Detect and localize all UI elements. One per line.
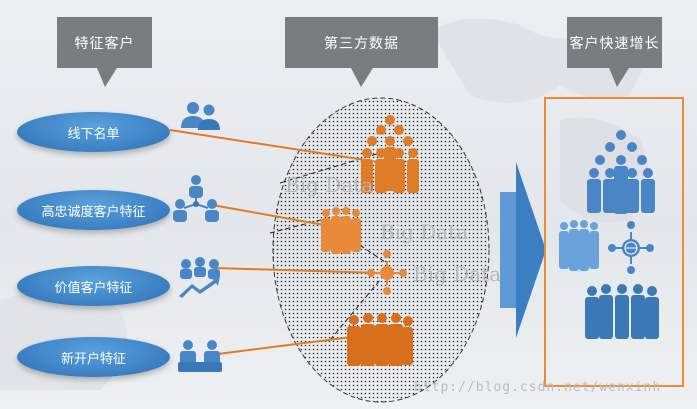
growth-arrow-icon: [179, 257, 220, 298]
segment-offline-list[interactable]: 线下名单: [17, 112, 170, 152]
callout-shape: [567, 17, 662, 87]
result-box: [544, 97, 684, 387]
orange-connectors: [169, 129, 381, 356]
blue-small-crowd-icon: [559, 220, 599, 271]
new-account-icon: [178, 340, 222, 372]
callout-third-party-data: 第三方数据: [285, 17, 438, 88]
big-data-label-3: Big Data: [413, 262, 502, 286]
orange-crowd-top-icon: [361, 115, 419, 193]
segment-value-customer[interactable]: 价值客户特征: [17, 266, 170, 306]
big-data-ellipse: [272, 97, 490, 403]
segment-new-account[interactable]: 新开户特征: [17, 337, 170, 377]
orange-crowd-mid-icon: [321, 207, 361, 254]
team-crowd-icon: [585, 284, 659, 339]
callout-label: 第三方数据: [324, 35, 399, 52]
network-crowd-icon: [608, 221, 654, 274]
orange-crowd-bottom-icon: [347, 313, 413, 366]
right-arrow-icon: [500, 162, 546, 338]
customer-network-icon: [173, 175, 219, 222]
big-data-label-1: Big Data: [285, 173, 374, 197]
callout-rapid-growth: 客户快速增长: [567, 17, 662, 88]
large-crowd-icon: [587, 130, 655, 214]
callout-label: 客户快速增长: [569, 35, 660, 52]
watermark-url: http://blog.csdn.net/wenxinh: [414, 380, 662, 395]
callout-shape: [57, 17, 152, 87]
orange-network-icon: [367, 250, 407, 295]
callout-featured-customers: 特征客户: [57, 17, 152, 88]
callout-label: 特征客户: [74, 35, 135, 52]
callout-shape: [285, 17, 438, 87]
segment-loyal-customer[interactable]: 高忠诚度客户特征: [17, 190, 170, 230]
customer-group-icon: [181, 102, 220, 130]
big-data-label-2: Big Data: [380, 220, 469, 244]
